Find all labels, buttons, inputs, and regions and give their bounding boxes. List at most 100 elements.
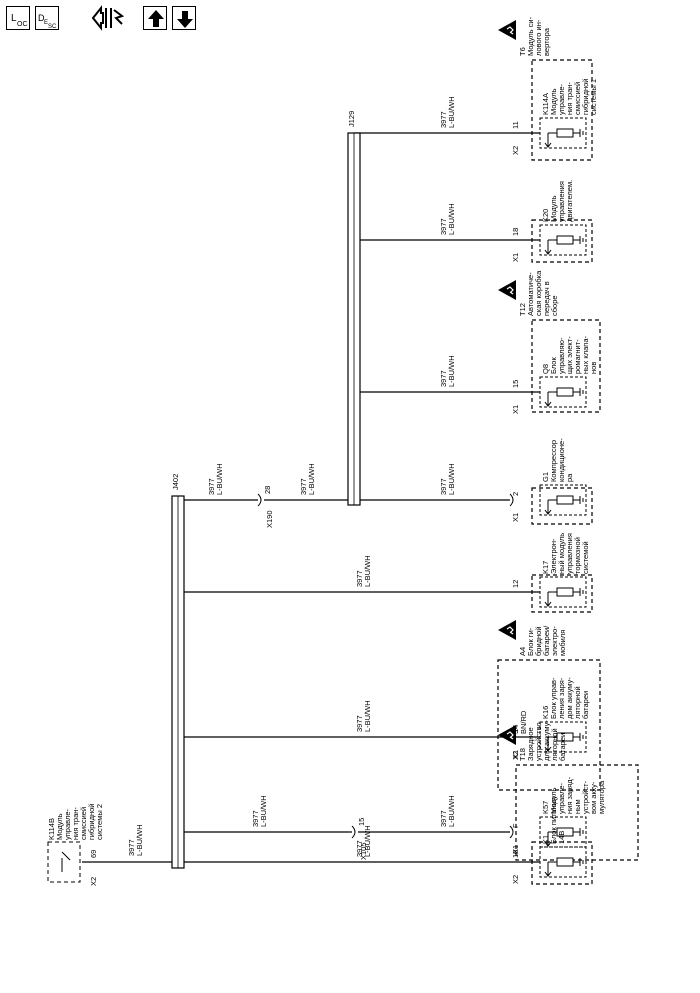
wire-color: L-BU/WH <box>447 795 456 827</box>
ground-icon <box>544 828 584 847</box>
wire-num: 3977 <box>251 810 260 827</box>
module-k16 <box>497 659 601 791</box>
module-x2-wire: BN/RD <box>519 710 528 734</box>
wire-num: 3977 <box>439 810 448 827</box>
module-desc: 14В <box>557 831 566 844</box>
wire-color: L-BU/WH <box>447 355 456 387</box>
group-desc: батареи <box>558 733 567 761</box>
loc-sub-text: OC <box>17 21 28 28</box>
module-desc: кондиционе- <box>557 438 566 482</box>
desc-sub2-text: SC <box>48 24 57 30</box>
group-desc: устройство <box>534 722 543 761</box>
warning-icon <box>498 725 516 745</box>
module-desc: Блок питания <box>549 797 558 844</box>
terminal-box <box>539 721 587 753</box>
terminal-box <box>539 484 587 516</box>
module-desc: системой <box>581 541 590 574</box>
module-desc: управляю- <box>557 337 566 374</box>
warning-icon <box>498 20 516 40</box>
module-conn: X2 <box>511 875 520 884</box>
module-conn: X1 <box>511 513 520 522</box>
module-pin: 12 <box>511 580 520 588</box>
module-desc: ния тран- <box>565 82 574 115</box>
module-pin: 11 <box>511 121 520 129</box>
module-g1 <box>531 484 593 525</box>
wire-color: L-BU/WH <box>447 203 456 235</box>
module-desc: устройст- <box>581 780 590 814</box>
up-button[interactable] <box>143 6 167 30</box>
module-conn: X2 <box>511 146 520 155</box>
group-desc: Модуль си- <box>526 16 535 56</box>
group-id: T6 <box>518 47 527 56</box>
group-desc: Автоматиче- <box>526 272 535 316</box>
module-pin: 10 <box>511 850 520 858</box>
module-k20 <box>531 219 593 263</box>
module-box <box>497 659 601 791</box>
module-desc: нов <box>589 362 598 374</box>
ground-icon <box>544 588 584 607</box>
module-desc: дом аккуму- <box>565 677 574 719</box>
wire-num: 3977 <box>439 370 448 387</box>
module-k1 <box>531 841 593 885</box>
source-desc: смиссией <box>79 807 88 840</box>
resistor-icon <box>556 235 574 245</box>
module-id: Q8 <box>541 364 550 374</box>
terminal-box <box>539 576 587 608</box>
module-box <box>531 841 593 885</box>
module-id: G1 <box>541 472 550 482</box>
module-x2-conn: X2 <box>511 751 520 760</box>
group-desc: сборе <box>550 295 559 316</box>
module-pin: F <box>511 823 520 828</box>
module-pin: 2 <box>511 492 520 496</box>
source-switch-icon <box>61 851 71 872</box>
wire-num: 3977 <box>439 478 448 495</box>
module-desc: Блок <box>549 357 558 374</box>
wire-num: 3977 <box>439 218 448 235</box>
ground-icon <box>544 496 584 515</box>
warning-symbol <box>506 26 514 35</box>
desc-sub1-text: E <box>44 20 48 26</box>
source-desc: ния тран- <box>71 807 80 840</box>
down-button[interactable] <box>172 6 196 30</box>
warning-triangle <box>498 620 516 640</box>
group-desc: ская коробка <box>534 270 543 316</box>
module-box <box>531 574 593 613</box>
wire-color: L-BU/WH <box>447 463 456 495</box>
terminal-box <box>539 816 587 848</box>
resistor-icon <box>556 587 574 597</box>
module-id: K20 <box>541 209 550 222</box>
module-k57 <box>515 764 639 861</box>
module-k17 <box>531 574 593 613</box>
wire-color: L-BU/WH <box>363 555 372 587</box>
connector-x105 <box>351 825 356 839</box>
module-desc: щих элект- <box>565 336 574 374</box>
module-id: K17 <box>541 561 550 574</box>
desc-button[interactable]: D E SC <box>35 6 59 30</box>
wire-num: 3977 <box>299 478 308 495</box>
module-box <box>531 487 593 525</box>
connector-button[interactable] <box>90 4 126 32</box>
source-pin: 69 <box>89 850 98 858</box>
module-desc: ным <box>573 799 582 814</box>
loc-button[interactable]: L OC <box>6 6 30 30</box>
wire-color: L-BU/WH <box>215 463 224 495</box>
warning-triangle <box>498 20 516 40</box>
module-conn: X1 <box>511 253 520 262</box>
group-desc: вертора <box>542 27 551 56</box>
module-id: K1 <box>541 835 550 844</box>
module-conn: X1 <box>511 845 520 854</box>
group-desc: ляторной <box>550 728 559 761</box>
group-desc: батареи/ <box>542 625 551 656</box>
group-desc: Зарядное <box>526 727 535 761</box>
module-box <box>515 764 639 861</box>
module-id: K114A <box>541 93 550 115</box>
module-box <box>531 219 593 263</box>
terminal-box <box>539 224 587 256</box>
group-id: T18 <box>518 748 527 761</box>
warning-symbol <box>506 626 514 635</box>
resistor-icon <box>556 128 574 138</box>
terminal-box <box>539 117 587 149</box>
module-id: K16 <box>541 706 550 719</box>
source-desc: управле- <box>63 808 72 840</box>
